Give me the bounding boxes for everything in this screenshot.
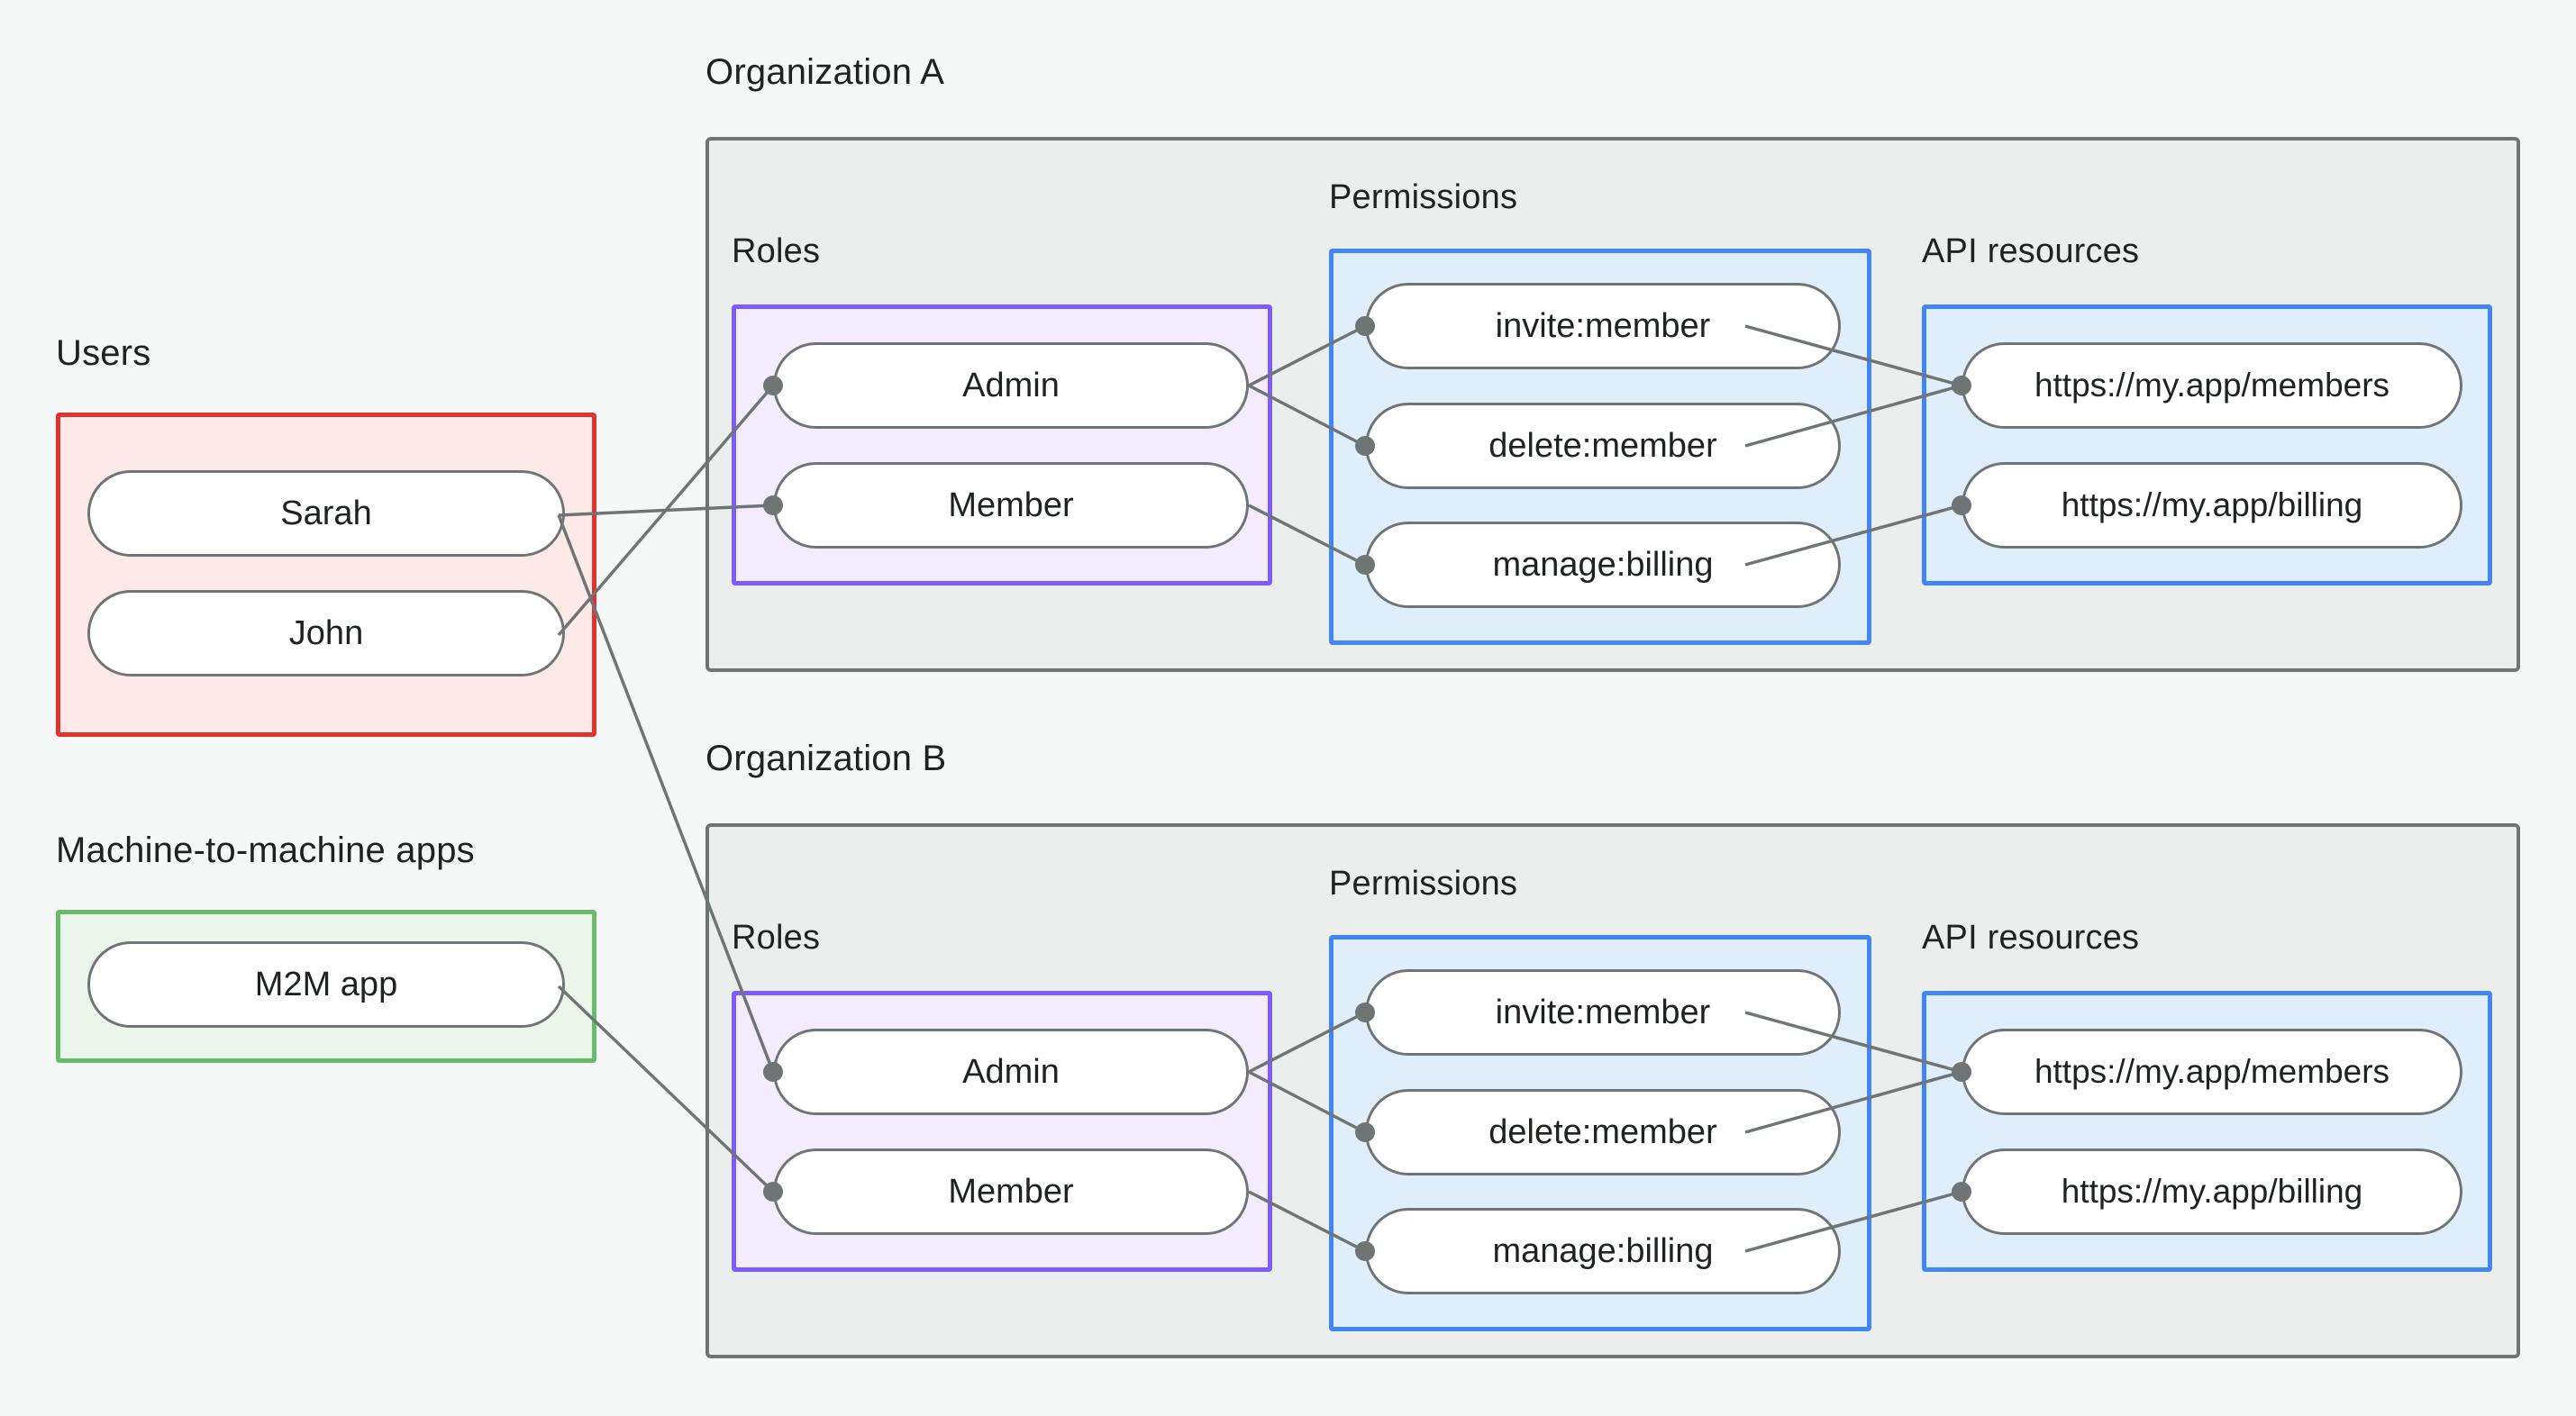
role-label: Member [948, 1172, 1074, 1211]
role-label: Admin [962, 1052, 1060, 1091]
org-a-roles-label: Roles [732, 232, 821, 270]
org-b-permission-delete-member[interactable]: delete:member [1365, 1089, 1841, 1175]
org-a-role-member[interactable]: Member [773, 462, 1249, 549]
user-node-label: John [288, 613, 364, 652]
org-b-role-admin[interactable]: Admin [773, 1029, 1249, 1115]
org-b-api-resource-billing[interactable]: https://my.app/billing [1962, 1148, 2462, 1235]
m2m-node-label: M2M app [254, 965, 398, 1003]
permission-label: manage:billing [1492, 545, 1714, 584]
org-b-permissions-label: Permissions [1329, 865, 1518, 903]
org-a-role-admin[interactable]: Admin [773, 342, 1249, 429]
org-a-title: Organization A [705, 52, 945, 92]
org-a-permission-manage-billing[interactable]: manage:billing [1365, 522, 1841, 608]
org-b-title: Organization B [705, 739, 947, 778]
permission-label: invite:member [1495, 306, 1711, 345]
org-b-permission-manage-billing[interactable]: manage:billing [1365, 1208, 1841, 1294]
m2m-group-title: Machine-to-machine apps [56, 831, 475, 870]
role-label: Member [948, 486, 1074, 524]
m2m-node-app[interactable]: M2M app [87, 941, 565, 1028]
org-a-permission-delete-member[interactable]: delete:member [1365, 403, 1841, 489]
user-node-john[interactable]: John [87, 590, 565, 676]
permission-label: manage:billing [1492, 1231, 1714, 1270]
org-b-api-resources-label: API resources [1922, 919, 2140, 957]
user-node-label: Sarah [280, 494, 372, 532]
org-a-api-resource-members[interactable]: https://my.app/members [1962, 342, 2462, 429]
api-resource-label: https://my.app/members [2034, 1053, 2390, 1090]
org-b-permission-invite-member[interactable]: invite:member [1365, 969, 1841, 1056]
org-b-roles-label: Roles [732, 919, 821, 957]
permission-label: delete:member [1488, 1112, 1717, 1151]
users-group-title: Users [56, 333, 151, 373]
org-a-permission-invite-member[interactable]: invite:member [1365, 283, 1841, 369]
org-a-api-resource-billing[interactable]: https://my.app/billing [1962, 462, 2462, 549]
org-b-api-resource-members[interactable]: https://my.app/members [1962, 1029, 2462, 1115]
api-resource-label: https://my.app/members [2034, 367, 2390, 404]
permission-label: delete:member [1488, 426, 1717, 465]
permission-label: invite:member [1495, 993, 1711, 1031]
api-resource-label: https://my.app/billing [2061, 486, 2363, 523]
user-node-sarah[interactable]: Sarah [87, 470, 565, 557]
org-b-role-member[interactable]: Member [773, 1148, 1249, 1235]
org-a-permissions-label: Permissions [1329, 178, 1518, 216]
api-resource-label: https://my.app/billing [2061, 1173, 2363, 1210]
org-a-api-resources-label: API resources [1922, 232, 2140, 270]
users-container [56, 413, 596, 737]
role-label: Admin [962, 366, 1060, 404]
